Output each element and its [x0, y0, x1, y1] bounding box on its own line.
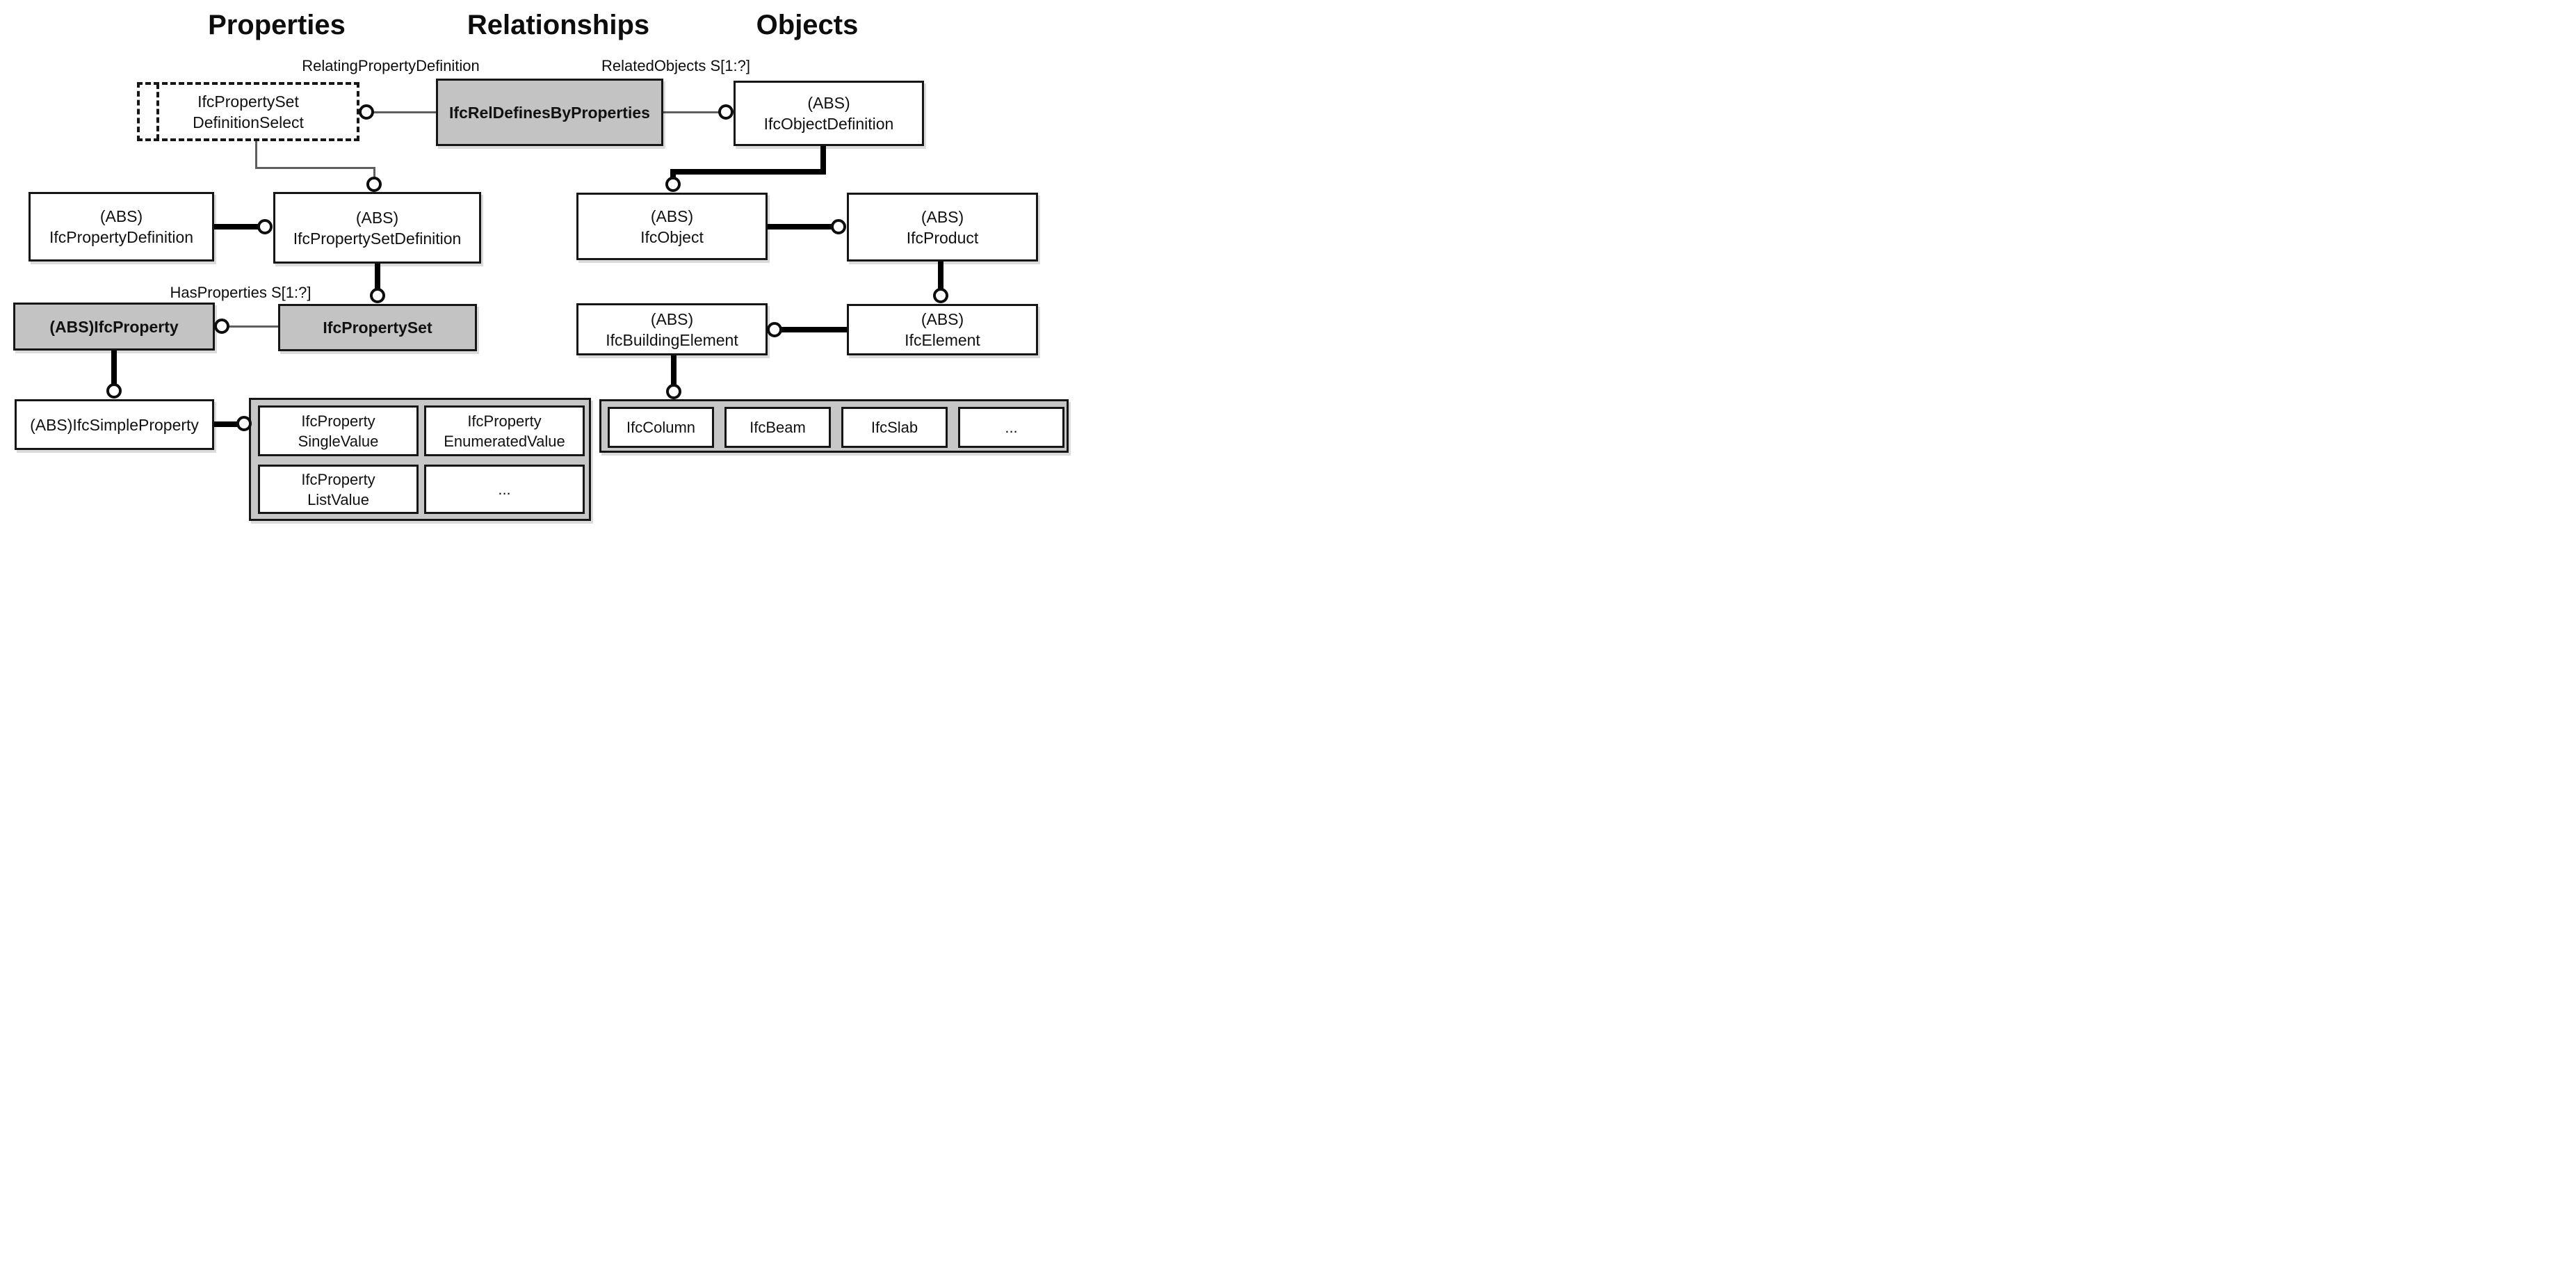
circle-product-left — [831, 219, 846, 234]
node-label: SingleValue — [298, 432, 379, 450]
node-label: (ABS)IfcSimpleProperty — [30, 415, 199, 434]
node-label: IfcRelDefinesByProperties — [449, 103, 650, 122]
node-label: IfcPropertyDefinition — [49, 228, 194, 246]
node-label: (ABS) — [99, 207, 143, 225]
edge-label-has-properties: HasProperties S[1:?] — [170, 284, 311, 301]
node-ifcobjectdefinition: (ABS) IfcObjectDefinition — [734, 81, 924, 146]
connector-property-simpleproperty — [111, 350, 117, 385]
node-ifcpropertysetdefinitionselect: IfcPropertySet DefinitionSelect — [137, 82, 359, 141]
column-header-objects: Objects — [756, 10, 859, 40]
node-ifcelement: (ABS) IfcElement — [847, 304, 1038, 355]
node-label: IfcProperty — [301, 470, 375, 488]
node-label: IfcPropertySet — [197, 92, 299, 111]
connector-propsetdef-propertyset — [375, 263, 380, 289]
node-ifcbuildingelement: (ABS) IfcBuildingElement — [576, 303, 768, 355]
connector-buildingelement-group — [671, 355, 677, 385]
node-ifcpropertyset: IfcPropertySet — [278, 304, 477, 351]
node-ifcproperty: (ABS)IfcProperty — [13, 303, 215, 351]
node-label: (ABS)IfcProperty — [49, 317, 179, 336]
connector-buildingelement-element — [781, 327, 848, 332]
node-label: (ABS) — [650, 207, 694, 225]
node-ifcsimpleproperty: (ABS)IfcSimpleProperty — [15, 399, 214, 450]
node-label: (ABS) — [355, 208, 399, 227]
column-header-relationships: Relationships — [467, 10, 650, 40]
group-building-element-types: IfcColumn IfcBeam IfcSlab ... — [599, 399, 1069, 453]
connector-product-element — [938, 261, 943, 290]
circle-propertyset-top — [370, 288, 385, 303]
node-label: ListValue — [307, 490, 369, 508]
connector-objdef-elbow-h — [670, 169, 826, 175]
connector-relating-line — [373, 111, 437, 113]
circle-propsetdef-top — [366, 177, 382, 192]
edge-label-relating-property-definition: RelatingPropertyDefinition — [302, 57, 480, 74]
node-ifcbeam: IfcBeam — [724, 407, 831, 448]
node-label: IfcObjectDefinition — [763, 115, 894, 133]
node-label: IfcProperty — [467, 412, 542, 430]
circle-propsetdef-left — [257, 219, 273, 234]
node-property-value-ellipsis: ... — [424, 465, 585, 514]
node-ifcreldefinesbyproperties: IfcRelDefinesByProperties — [436, 79, 663, 146]
circle-object-top — [665, 177, 681, 192]
node-label: (ABS) — [921, 310, 964, 328]
edge-label-related-objects: RelatedObjects S[1:?] — [601, 57, 750, 74]
connector-hasproperties-line — [229, 325, 280, 328]
node-ifcslab: IfcSlab — [841, 407, 948, 448]
node-label: (ABS) — [921, 207, 964, 226]
node-label: IfcPropertySet — [323, 319, 432, 337]
circle-property-right — [214, 319, 229, 334]
connector-object-product — [766, 224, 833, 230]
node-label: IfcSlab — [870, 419, 918, 436]
node-ifcpropertylistvalue: IfcProperty ListValue — [258, 465, 419, 514]
node-label: ... — [1005, 419, 1018, 436]
circle-select-right — [359, 104, 374, 120]
connector-propdef-propsetdef — [213, 224, 260, 230]
group-property-value-types: IfcProperty SingleValue IfcProperty Enum… — [249, 398, 591, 521]
column-header-properties: Properties — [208, 10, 346, 40]
node-label: IfcPropertySetDefinition — [293, 229, 462, 248]
node-label: IfcElement — [905, 331, 980, 349]
connector-select-elbow-v2 — [373, 167, 375, 179]
node-label: (ABS) — [650, 309, 694, 328]
node-label: IfcObject — [640, 227, 704, 246]
node-ifcobject: (ABS) IfcObject — [576, 193, 768, 260]
node-ifcproduct: (ABS) IfcProduct — [847, 193, 1038, 262]
connector-objdef-elbow-v2 — [670, 169, 676, 179]
node-label: DefinitionSelect — [193, 113, 304, 131]
node-ifcpropertyenumeratedvalue: IfcProperty EnumeratedValue — [424, 405, 585, 456]
circle-buildingelement-right — [767, 322, 782, 337]
connector-select-elbow-v1 — [255, 141, 257, 169]
node-label: IfcColumn — [626, 419, 696, 436]
node-label: IfcProperty — [301, 412, 375, 430]
node-label: (ABS) — [807, 94, 850, 112]
circle-element-top — [933, 288, 948, 303]
circle-valuetypes-group-left — [236, 416, 252, 431]
node-label: EnumeratedValue — [444, 432, 565, 450]
node-ifcpropertysetdefinition: (ABS) IfcPropertySetDefinition — [273, 192, 481, 264]
node-building-element-ellipsis: ... — [958, 407, 1064, 448]
connector-simpleproperty-group — [213, 421, 239, 427]
connector-select-elbow-h — [255, 167, 375, 169]
select-type-inner-line — [156, 83, 159, 140]
node-label: IfcBeam — [750, 419, 806, 436]
circle-elementtypes-group-top — [666, 384, 681, 399]
node-label: ... — [498, 481, 511, 498]
node-ifcpropertysinglevalue: IfcProperty SingleValue — [258, 405, 419, 456]
ifc-express-g-diagram: Properties Relationships Objects Relatin… — [0, 0, 1074, 526]
circle-simpleproperty-top — [106, 383, 122, 399]
node-ifcpropertydefinition: (ABS) IfcPropertyDefinition — [29, 192, 214, 262]
node-label: IfcProduct — [906, 228, 979, 247]
node-label: IfcBuildingElement — [606, 330, 738, 349]
node-ifccolumn: IfcColumn — [608, 407, 714, 448]
connector-objdef-elbow-v1 — [820, 144, 826, 175]
connector-related-line — [663, 111, 720, 113]
circle-objectdefinition-left — [718, 104, 734, 120]
